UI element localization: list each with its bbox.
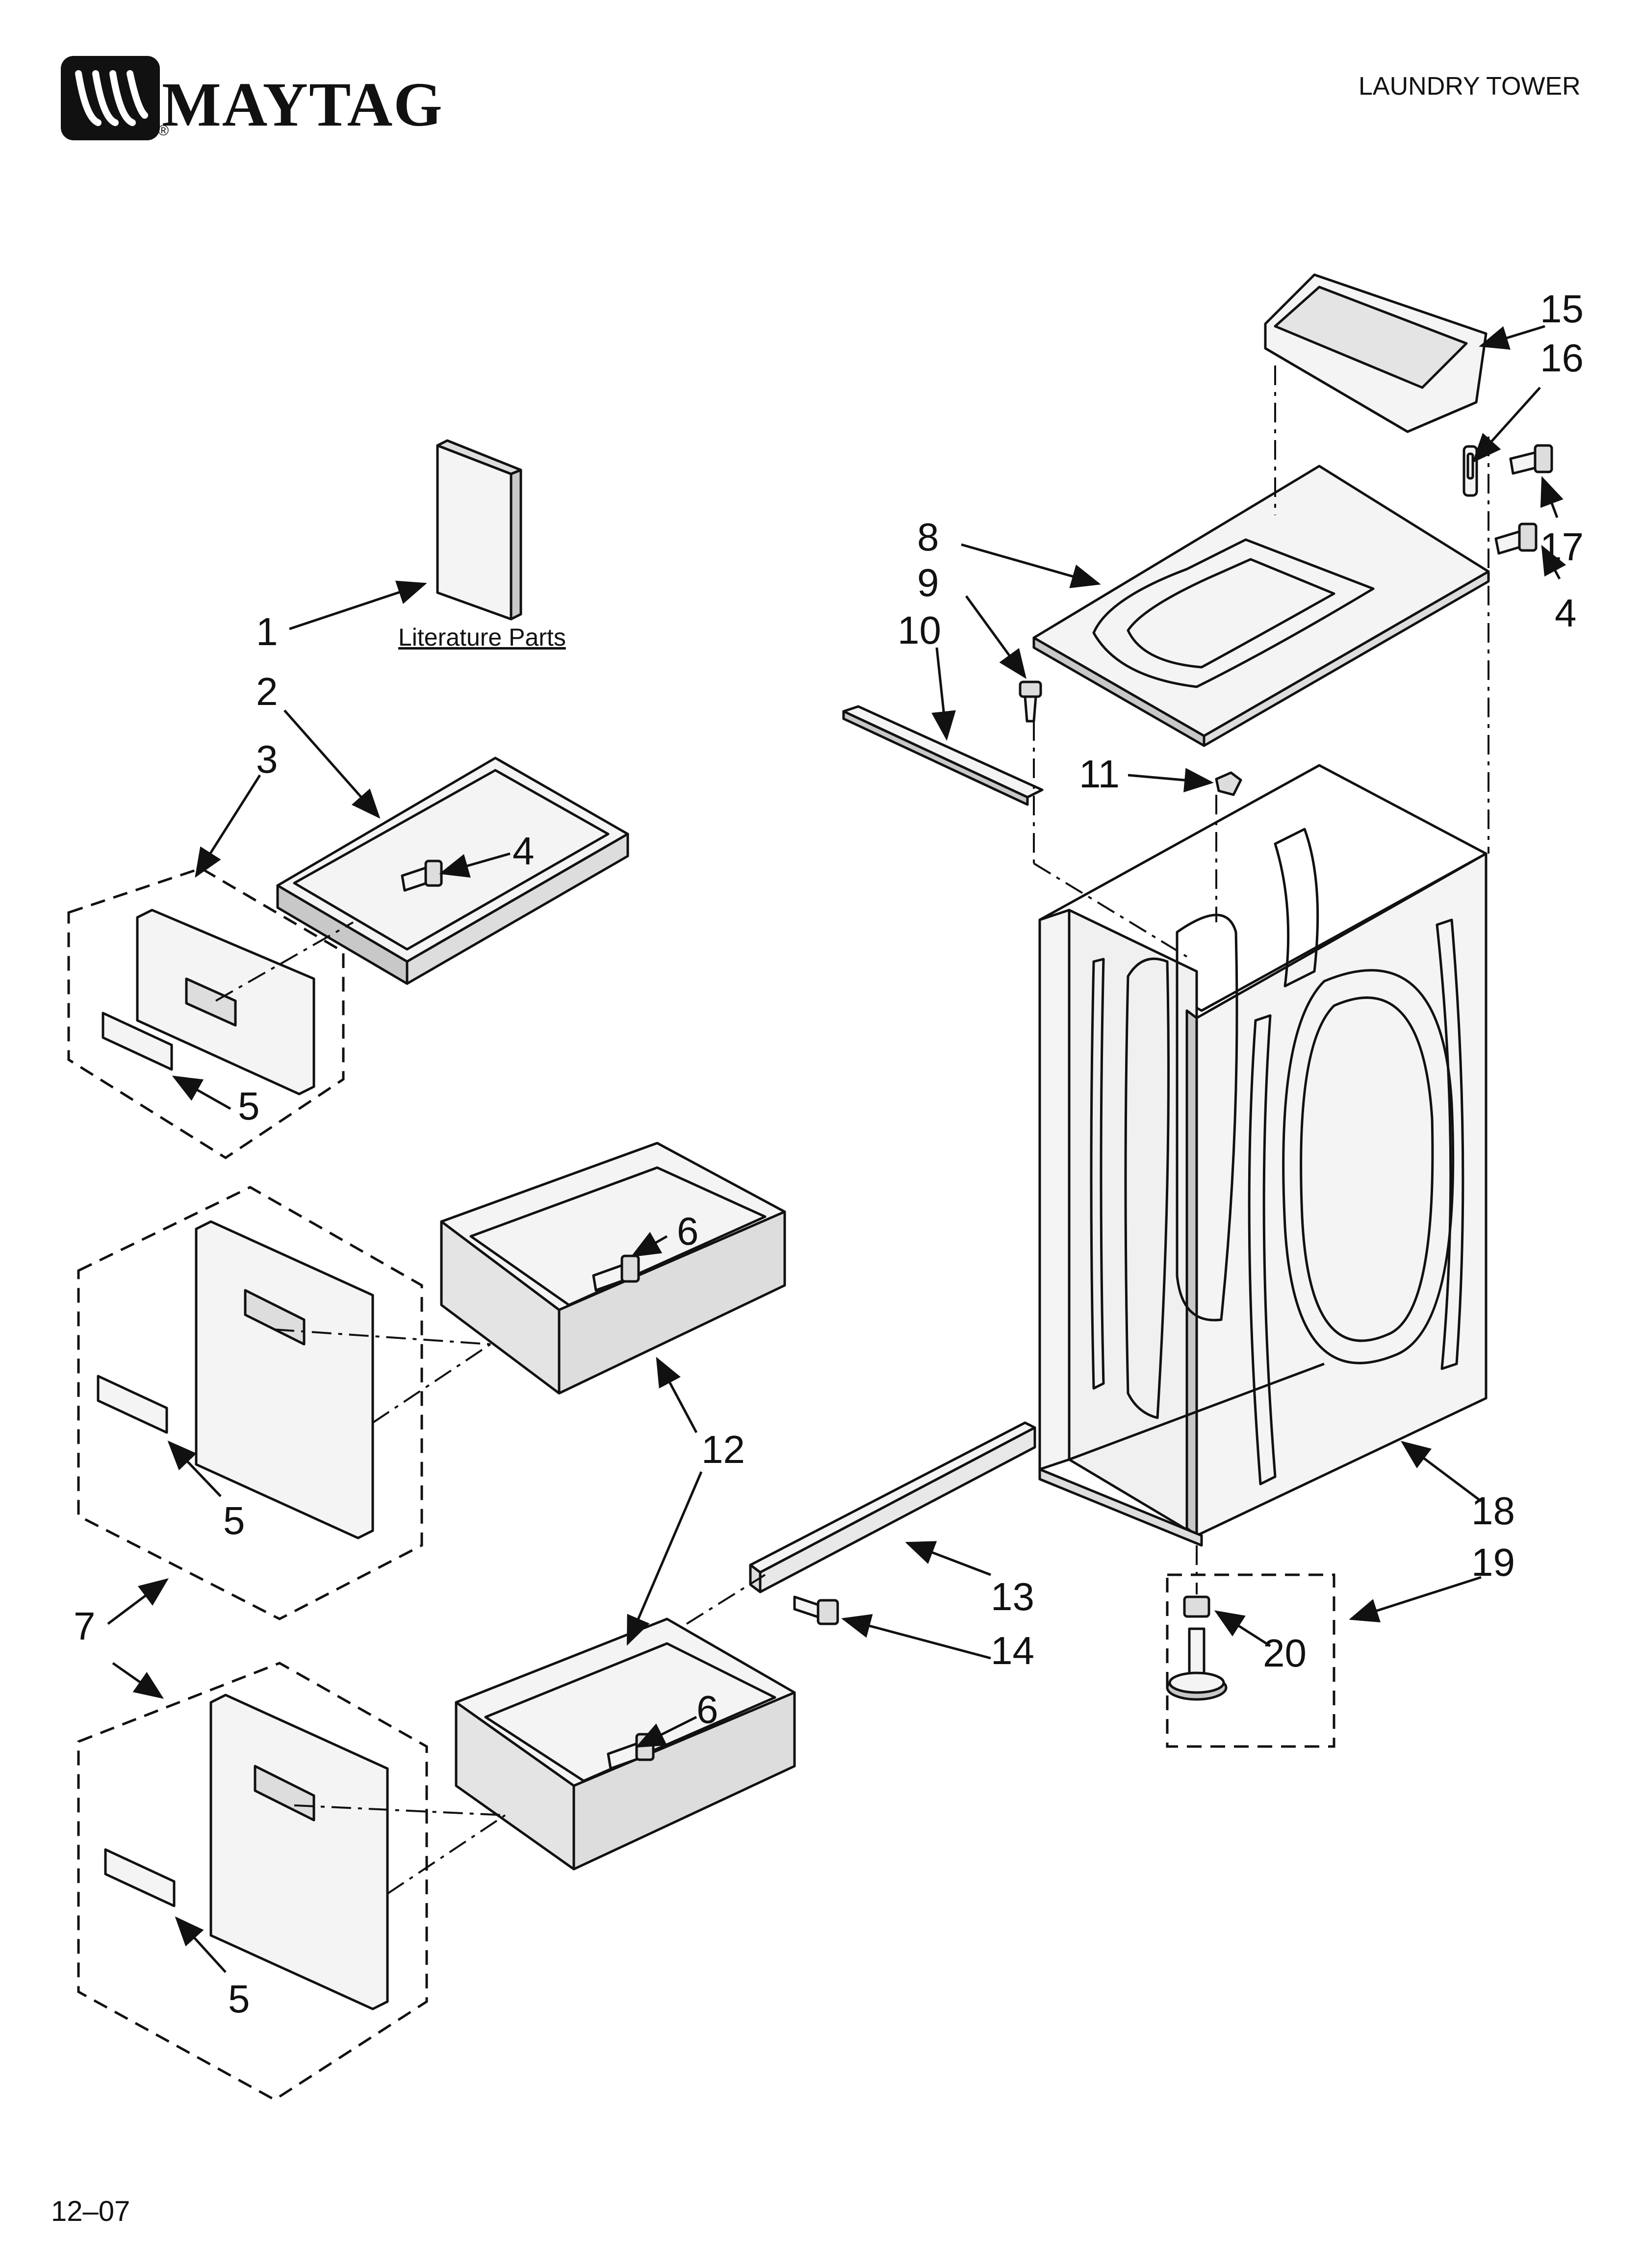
bracket-part [842,705,1044,806]
page-title: LAUNDRY TOWER [1359,72,1581,101]
middle-drawer-front-part [97,1220,374,1539]
callout-6-bottom: 6 [696,1688,718,1731]
top-drawer-front-part [102,909,315,1095]
callout-18: 18 [1471,1489,1515,1533]
screw-part-6-middle [592,1254,640,1292]
screw-part-9 [1019,680,1042,723]
group-region-7-bottom [77,1662,428,2101]
literature-parts-label: Literature Parts [398,624,566,651]
screw-part-4-top [1494,522,1538,555]
leveling-leg-part [1166,1595,1228,1701]
group-region-19 [1166,1573,1335,1748]
screw-part-14 [793,1595,839,1625]
maytag-logo-icon [61,56,160,140]
cabinet-part [1038,764,1488,1547]
callout-4: 4 [513,829,535,873]
callout-20: 20 [1263,1631,1307,1675]
screw-part-17 [1509,444,1553,475]
callout-2: 2 [256,670,278,713]
callout-17: 17 [1540,525,1584,569]
callout-19: 19 [1471,1540,1515,1584]
callout-8: 8 [917,515,939,559]
bottom-drawer-bin-part [455,1617,796,1871]
callout-1: 1 [256,610,278,653]
callout-9: 9 [917,561,939,604]
middle-drawer-bin-part [440,1142,786,1395]
group-region-3 [67,867,345,1159]
group-region-7-mid [77,1186,423,1620]
clip-part-11 [1215,771,1242,796]
brand-name: MAYTAG [162,70,443,139]
dispenser-tray-part [1264,273,1488,433]
callout-6-mid: 6 [677,1209,699,1253]
slide-rail-part [749,1421,1036,1593]
callout-5-mid: 5 [223,1499,245,1542]
callout-15: 15 [1540,287,1584,331]
callout-4-top: 4 [1555,591,1577,635]
literature-booklet-part [436,439,522,621]
callout-12: 12 [701,1428,745,1471]
callout-5-bottom: 5 [228,1977,250,2021]
callout-3: 3 [256,737,278,781]
callout-7: 7 [74,1604,96,1648]
callout-13: 13 [991,1575,1034,1618]
callout-16: 16 [1540,336,1584,380]
screw-part-4-drawer [401,860,443,892]
registered-mark: ® [158,123,169,139]
footer-code: 12–07 [51,2195,130,2227]
callout-10: 10 [898,608,941,652]
bottom-drawer-front-part [104,1694,389,2010]
clip-part [1462,445,1478,497]
callout-5-top: 5 [238,1084,260,1128]
callout-11: 11 [1079,752,1120,796]
top-cover-part [1032,465,1490,747]
callout-14: 14 [991,1629,1034,1672]
